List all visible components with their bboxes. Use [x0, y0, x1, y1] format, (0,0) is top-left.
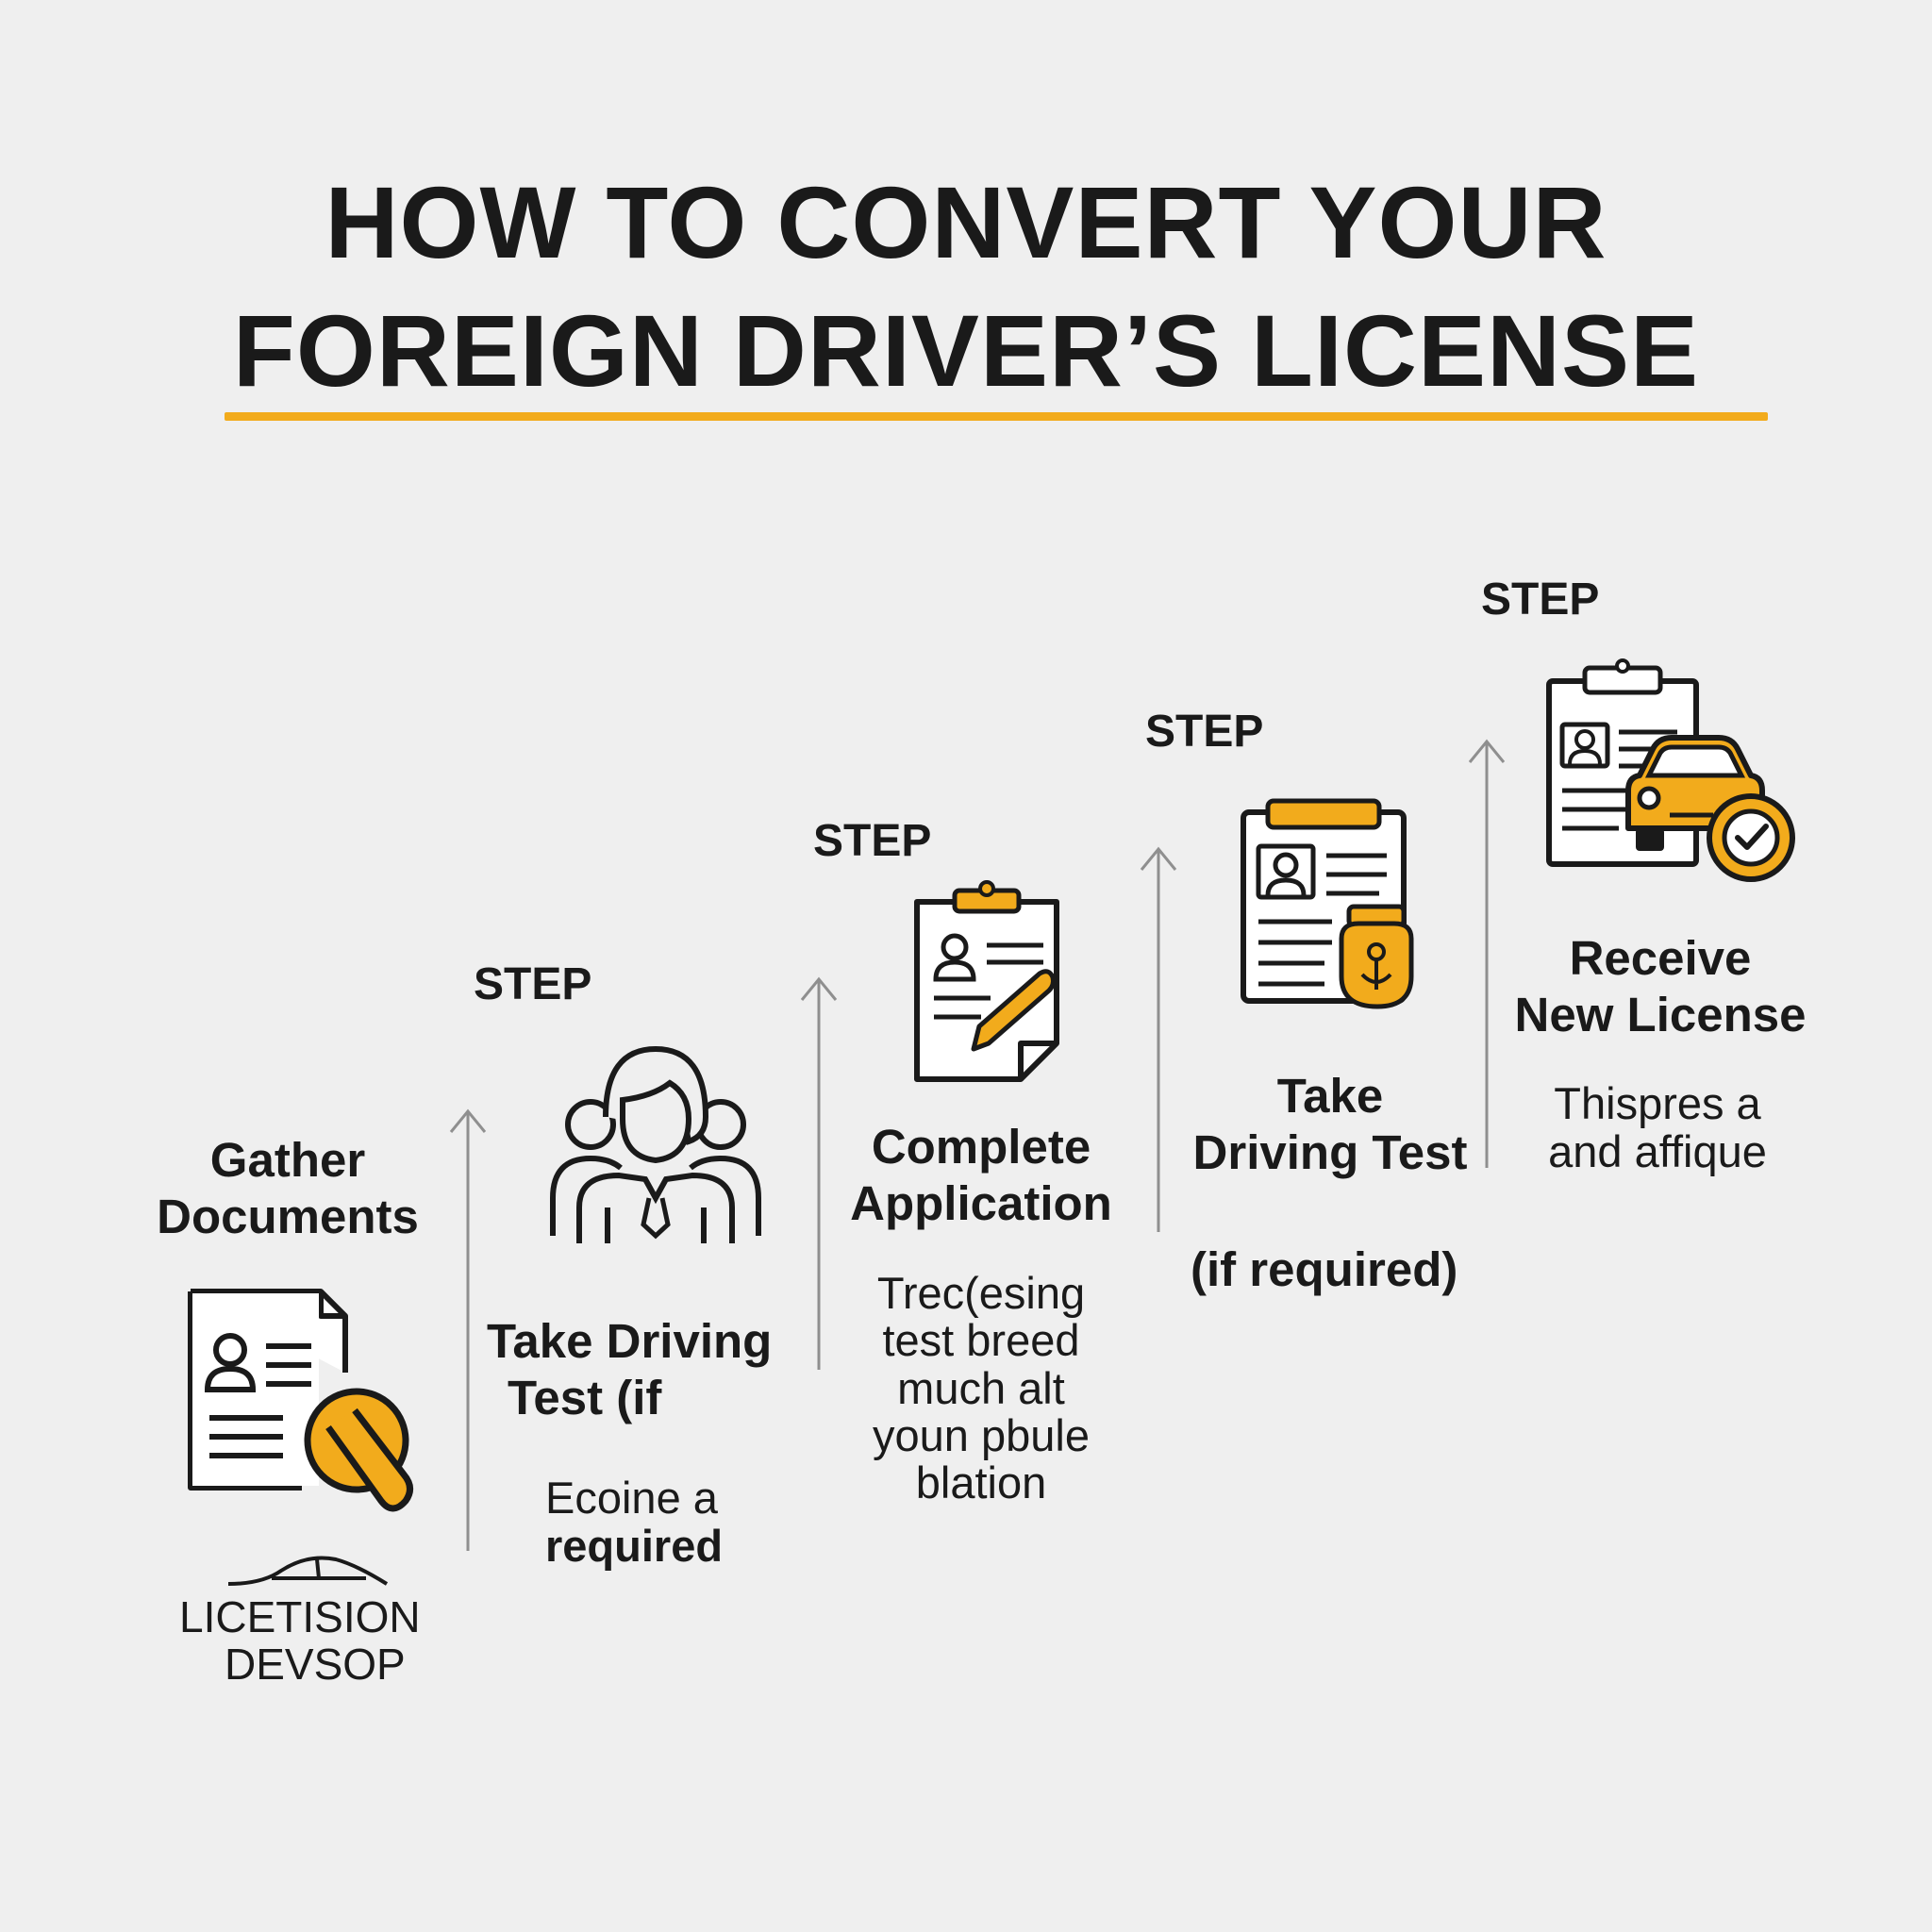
step-4-heading: Take Driving Test	[1192, 1069, 1468, 1180]
step-3-heading: Complete Application	[850, 1120, 1112, 1231]
clipboard-car-check-icon	[1546, 658, 1795, 882]
arrow-up-icon	[449, 1108, 487, 1551]
person-group-icon	[550, 1045, 761, 1243]
step-4-note: (if required)	[1191, 1242, 1458, 1296]
step-2-body: Ecoine a required	[545, 1473, 724, 1571]
step-2-label: STEP	[474, 959, 592, 1009]
step-3-body: Trec(esing test breed much alt youn pbul…	[873, 1268, 1090, 1508]
step-1-caption: LICETISION DEVSOP	[179, 1592, 421, 1689]
arrow-up-icon	[1140, 846, 1177, 1232]
document-with-badge-icon	[188, 1289, 413, 1512]
step-5-body: Thispres a and affique	[1548, 1078, 1767, 1176]
clipboard-pencil-icon	[914, 880, 1059, 1082]
step-2-heading: Take Driving Test (if	[487, 1314, 773, 1425]
step-4-label: STEP	[1145, 707, 1264, 757]
page-title-line-2: FOREIGN DRIVER’S LICENSE	[232, 293, 1700, 408]
title-underline	[225, 412, 1768, 421]
step-5-label: STEP	[1481, 575, 1600, 625]
arrow-up-icon	[800, 976, 838, 1370]
arrow-up-icon	[1468, 739, 1506, 1168]
car-outline-icon	[227, 1556, 389, 1586]
clipboard-jar-icon	[1241, 798, 1414, 1009]
step-1-heading: Gather Documents	[157, 1133, 419, 1244]
page-title-line-1: HOW TO CONVERT YOUR	[325, 165, 1607, 279]
step-5-heading: Receive New License	[1514, 931, 1807, 1042]
step-3-label: STEP	[813, 816, 932, 866]
